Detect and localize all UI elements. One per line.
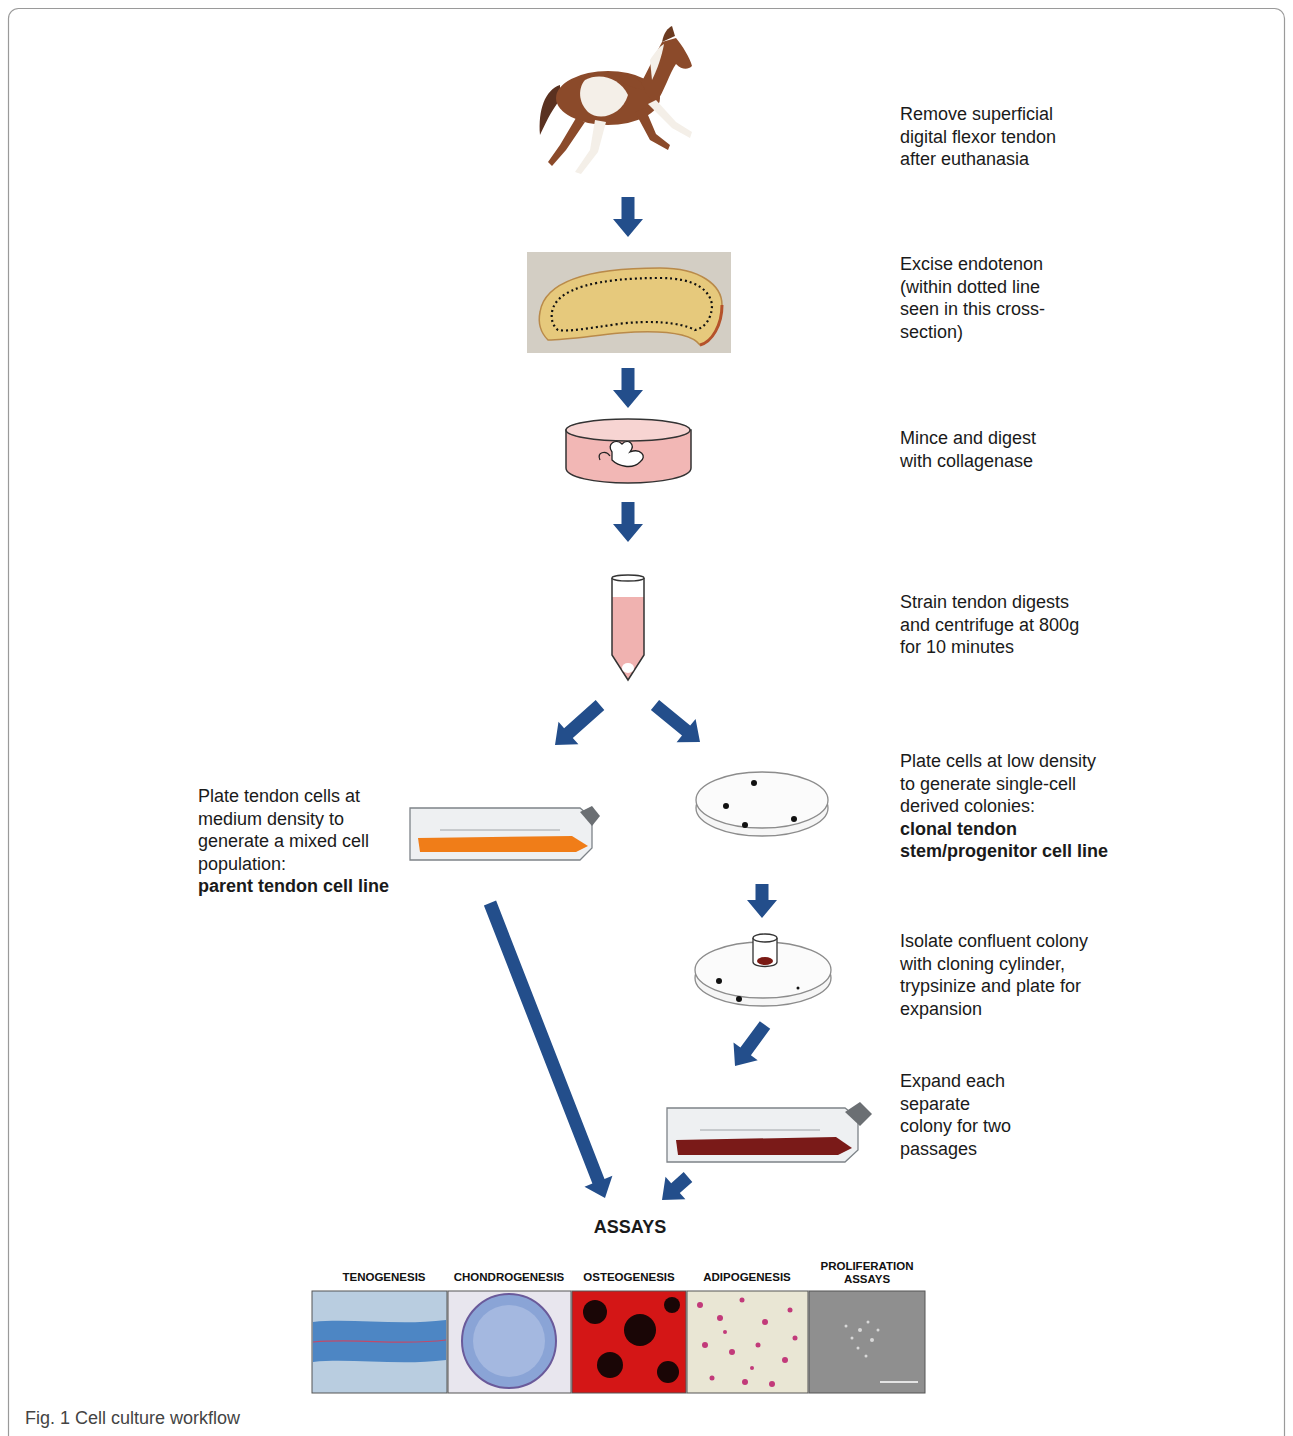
step-node: Mince and digest with collagenase [520,415,1220,487]
assay-label: ADIPOGENESIS [686,1271,808,1284]
petri-dish [696,772,828,836]
assay-label: OSTEOGENESIS [571,1271,687,1284]
step-node: Strain tendon digests and centrifuge at … [520,572,1220,682]
assay-label: TENOGENESIS [319,1271,449,1284]
step-node: Plate cells at low density to generate s… [690,745,1220,882]
arrow-shape [613,502,643,542]
arrow-shape [734,1021,771,1066]
flow-arrow [662,1172,692,1200]
step-node: Plate tendon cells at medium density to … [190,780,610,901]
cloning-cylinder-dish [695,934,831,1006]
step-text: Isolate confluent colony with cloning cy… [900,930,1110,1020]
flow-arrow [651,700,700,742]
step-text: Strain tendon digests and centrifuge at … [900,591,1085,659]
arrow-shape [747,884,777,918]
flow-arrow [613,502,643,542]
arrow-shape [613,368,643,408]
text-group: Plate tendon cells at medium density to … [198,785,403,898]
text-group: Expand each separate colony for two pass… [900,1070,1022,1160]
step-text: Plate tendon cells at medium density to … [198,785,403,875]
step-text: Remove superficial digital flexor tendon… [900,103,1072,171]
figure-frame [9,9,1285,1436]
text-group: Isolate confluent colony with cloning cy… [900,930,1110,1020]
tendon-cross-section [527,252,731,353]
text-group: Strain tendon digests and centrifuge at … [900,591,1085,659]
step-node: Isolate confluent colony with cloning cy… [690,920,1220,1023]
flow-arrow [747,884,777,918]
flow-arrow [484,901,613,1198]
assay-images [312,1291,925,1393]
culture-flask [667,1102,872,1162]
step-node: ASSAYS [575,1212,685,1242]
flow-arrow [613,197,643,237]
flow-arrow [613,368,643,408]
arrow-shape [484,901,613,1198]
horse-illustration [540,26,692,174]
arrow-shape [651,700,700,742]
cell-line-name: ASSAYS [575,1216,685,1239]
step-node: Expand each separate colony for two pass… [660,1068,1220,1175]
step-text: Plate cells at low density to generate s… [900,750,1110,818]
cell-line-name: parent tendon cell line [198,875,403,898]
centrifuge-tube [612,575,644,680]
culture-flask [410,806,600,860]
text-group: ASSAYS [575,1216,685,1239]
flow-arrow [555,700,604,745]
step-node: Remove superficial digital flexor tendon… [520,15,1220,180]
arrow-shape [555,700,604,745]
cell-line-name: clonal tendon stem/progenitor cell line [900,818,1110,863]
text-group: Mince and digest with collagenase [900,427,1052,472]
flow-arrow [734,1021,771,1066]
assay-label: PROLIFERATION ASSAYS [815,1260,919,1286]
text-group: Remove superficial digital flexor tendon… [900,103,1072,171]
step-text: Mince and digest with collagenase [900,427,1052,472]
step-text: Expand each separate colony for two pass… [900,1070,1022,1160]
step-node: Excise endotenon (within dotted line see… [520,250,1220,355]
digest-dish [566,419,691,483]
step-text: Excise endotenon (within dotted line see… [900,253,1060,343]
arrow-shape [662,1172,692,1200]
arrow-shape [613,197,643,237]
text-group: Excise endotenon (within dotted line see… [900,253,1060,343]
assay-label: CHONDROGENESIS [447,1271,571,1284]
text-group: Plate cells at low density to generate s… [900,750,1110,863]
figure-caption: Fig. 1 Cell culture workflow [25,1408,240,1429]
